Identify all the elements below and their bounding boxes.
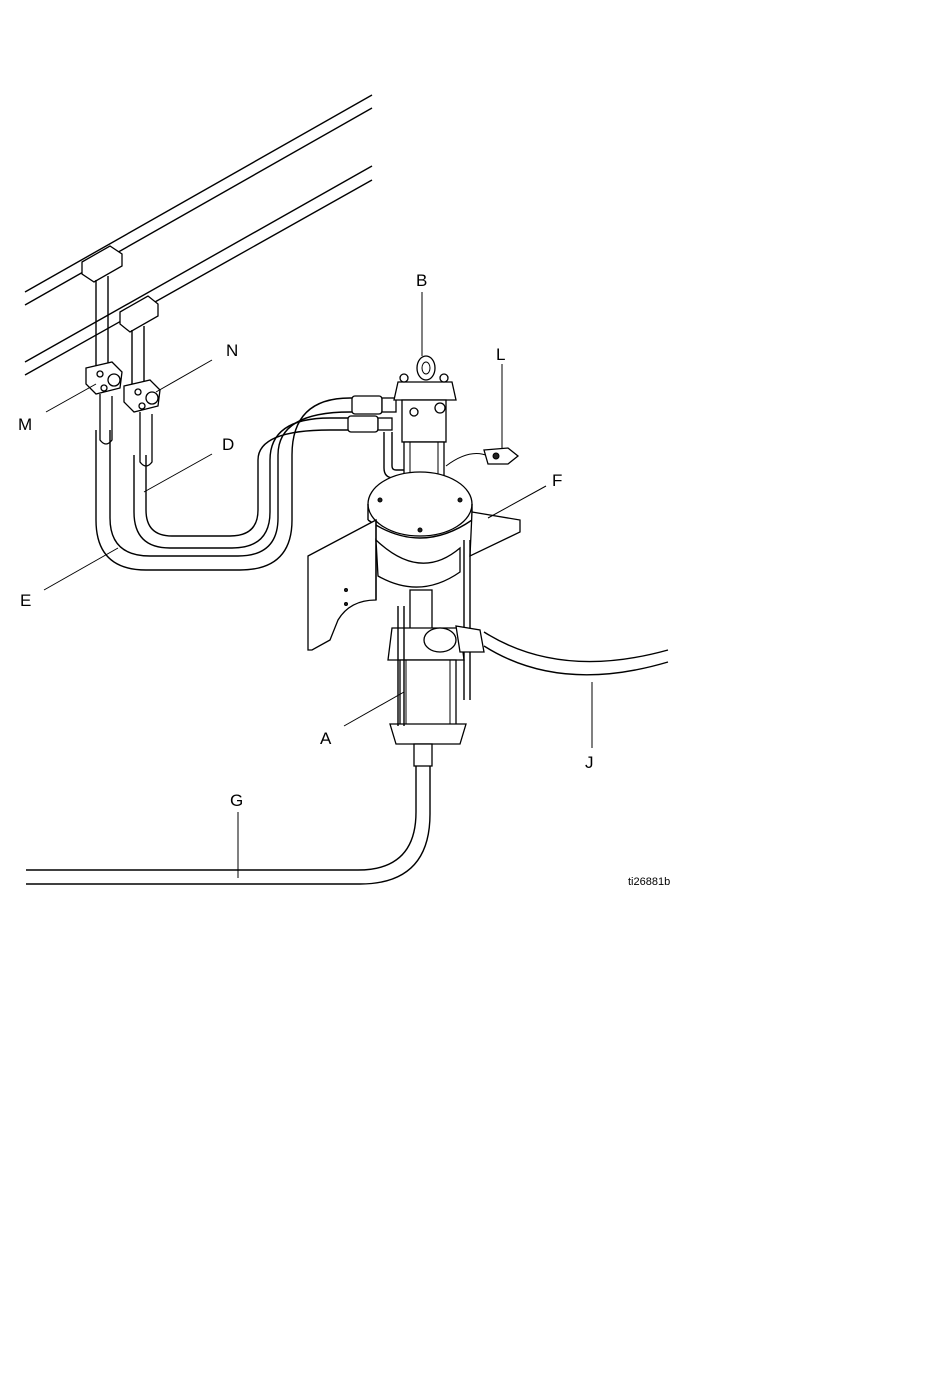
outlet-hose-j: [484, 632, 668, 675]
pump-base-plate: [368, 472, 472, 538]
callout-m: M: [18, 415, 32, 434]
hose-d: [134, 418, 348, 548]
callout-g: G: [230, 791, 243, 810]
ball-valve-n: [124, 380, 160, 466]
callout-b: B: [416, 271, 427, 290]
callout-a: A: [320, 729, 332, 748]
overhead-manifold-pipes: [25, 95, 372, 375]
ground-wire-l: [446, 448, 518, 466]
hose-fittings: [348, 396, 396, 432]
callout-n: N: [226, 341, 238, 360]
figure-id: ti26881b: [628, 876, 670, 888]
callout-d: D: [222, 435, 234, 454]
hose-e: [96, 398, 360, 570]
callout-j: J: [585, 753, 594, 772]
callout-f: F: [552, 471, 562, 490]
callout-l: L: [496, 345, 505, 364]
callout-e: E: [20, 591, 31, 610]
ball-valve-m: [86, 362, 122, 444]
inlet-hose-g: [26, 744, 432, 884]
